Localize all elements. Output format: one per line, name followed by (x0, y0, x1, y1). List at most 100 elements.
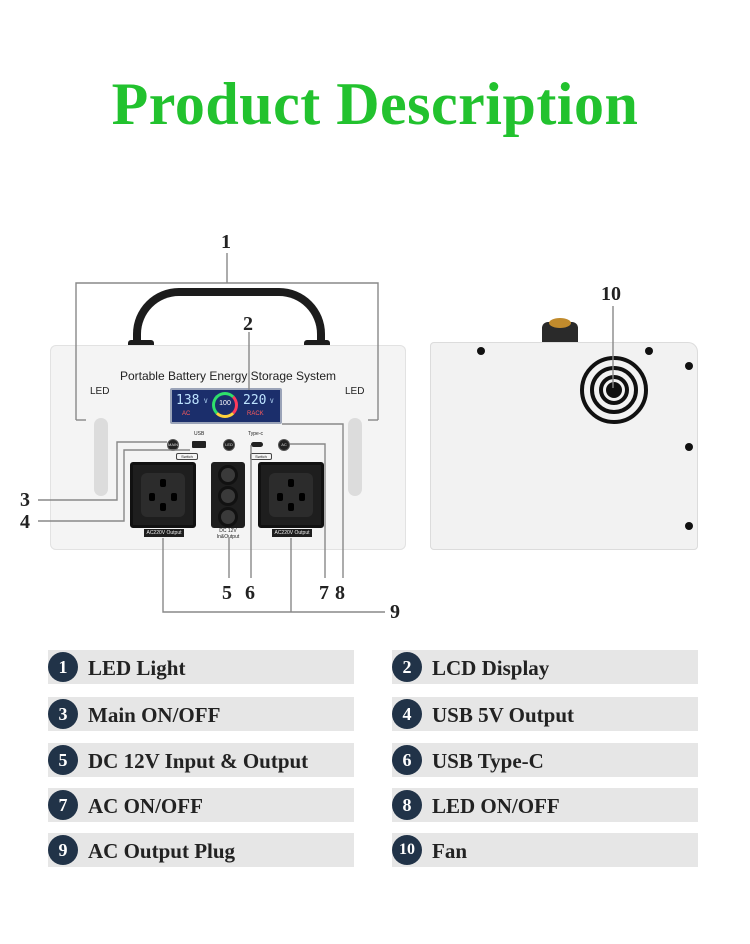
legend-badge: 9 (48, 835, 78, 865)
socket-hole (288, 503, 294, 511)
legend-badge: 10 (392, 835, 422, 865)
legend-item-2: 2 LCD Display (392, 650, 698, 684)
lcd-right-tag: RACK (247, 411, 264, 417)
legend-item-8: 8 LED ON/OFF (392, 788, 698, 822)
led-right-label: LED (345, 386, 365, 397)
top-knob-cap (549, 318, 571, 328)
legend-item-1: 1 LED Light (48, 650, 354, 684)
legend-label: DC 12V Input & Output (88, 749, 309, 773)
lcd-right-unit: V (270, 398, 274, 405)
legend-badge: 1 (48, 652, 78, 682)
callout-number-6: 6 (245, 582, 255, 604)
socket-face-left (141, 473, 185, 517)
callout-number-7: 7 (319, 582, 329, 604)
callout-line-1 (75, 282, 379, 420)
legend-item-7: 7 AC ON/OFF (48, 788, 354, 822)
legend-label: LED Light (88, 656, 186, 680)
legend-label: AC Output Plug (88, 839, 236, 863)
callout-number-2: 2 (243, 313, 253, 335)
legend-badge: 3 (48, 699, 78, 729)
dc-port-3[interactable] (218, 507, 238, 527)
callout-lines (38, 253, 614, 613)
lcd-left-unit: V (204, 398, 208, 405)
socket-hole (299, 493, 305, 501)
screw (685, 362, 693, 370)
callout-number-8: 8 (335, 582, 345, 604)
callout-line-3 (38, 441, 167, 501)
callout-number-1: 1 (221, 231, 231, 253)
legend-label: Main ON/OFF (88, 703, 221, 727)
legend-badge: 6 (392, 745, 422, 775)
usb-port[interactable] (192, 441, 206, 448)
callout-line-7 (290, 443, 326, 578)
dc-caption-line1: DC 12V (219, 528, 237, 534)
fan-grille-outer (580, 356, 648, 424)
legend-item-3: 3 Main ON/OFF (48, 697, 354, 731)
ac-caption-left: AC220V Output (144, 529, 184, 537)
fan-grille-middle (590, 366, 638, 414)
usb-label: USB (194, 431, 205, 437)
legend-label: Fan (432, 839, 468, 863)
product-figure: Portable Battery Energy Storage System L… (20, 231, 698, 623)
lcd-left-value: 138 (176, 393, 200, 408)
socket-hole (277, 493, 283, 501)
legend-label: AC ON/OFF (88, 794, 203, 818)
socket-face-right (269, 473, 313, 517)
handle-foot-right (304, 340, 330, 348)
screw (645, 347, 653, 355)
ac-output-socket-left[interactable] (130, 462, 196, 528)
fan-grille-inner (599, 375, 629, 405)
legend-label: USB Type-C (432, 749, 544, 773)
ac-button-label: AC (281, 442, 287, 447)
lcd-percent: 100 (219, 400, 231, 407)
typec-label: Type-c (248, 431, 264, 437)
ac-output-socket-right[interactable] (258, 462, 324, 528)
callout-number-10: 10 (601, 283, 621, 305)
led-button-label: LED (225, 442, 233, 447)
led-light-right (348, 418, 362, 496)
legend-badge: 8 (392, 790, 422, 820)
ac-caption-right: AC220V Output (272, 529, 312, 537)
legend-item-5: 5 DC 12V Input & Output (48, 743, 354, 777)
legend-label: USB 5V Output (432, 703, 574, 727)
callout-number-4: 4 (20, 511, 30, 533)
lcd-right-value: 220 (243, 393, 267, 408)
callout-line-9 (162, 538, 385, 613)
ac-button[interactable]: AC (278, 439, 290, 451)
top-knob (542, 322, 578, 344)
led-left-label: LED (90, 386, 110, 397)
callout-line-4 (38, 449, 190, 522)
led-button[interactable]: LED (223, 439, 235, 451)
lcd-left-tag: AC (182, 411, 191, 417)
legend-item-4: 4 USB 5V Output (392, 697, 698, 731)
socket-hole (160, 503, 166, 511)
legend-badge: 5 (48, 745, 78, 775)
legend-item-10: 10 Fan (392, 833, 698, 867)
socket-hole (149, 493, 155, 501)
socket-hole (171, 493, 177, 501)
fan-icon (606, 382, 622, 398)
handle-foot-left (128, 340, 154, 348)
screw (477, 347, 485, 355)
callout-number-3: 3 (20, 489, 30, 511)
screw (685, 443, 693, 451)
typec-port[interactable] (251, 442, 263, 447)
dc-port-1[interactable] (218, 465, 238, 485)
carry-handle (133, 288, 325, 354)
device-front-label: Portable Battery Energy Storage System (119, 369, 337, 383)
socket-hole (288, 479, 294, 487)
legend-label: LCD Display (432, 656, 550, 680)
page-title: Product Description (111, 71, 639, 137)
led-light-left (94, 418, 108, 496)
lcd-battery-ring (212, 392, 238, 418)
legend-item-6: 6 USB Type-C (392, 743, 698, 777)
legend-label: LED ON/OFF (432, 794, 560, 818)
dc-port-2[interactable] (218, 486, 238, 506)
dc-caption: DC 12V In&Output (210, 528, 246, 540)
callout-number-9: 9 (390, 601, 400, 623)
dc-caption-line2: In&Output (216, 534, 240, 540)
screw (685, 522, 693, 530)
main-button-label: MAIN (168, 442, 178, 447)
switch-tag-left: Switch (176, 453, 198, 460)
device-back-view (430, 342, 698, 550)
